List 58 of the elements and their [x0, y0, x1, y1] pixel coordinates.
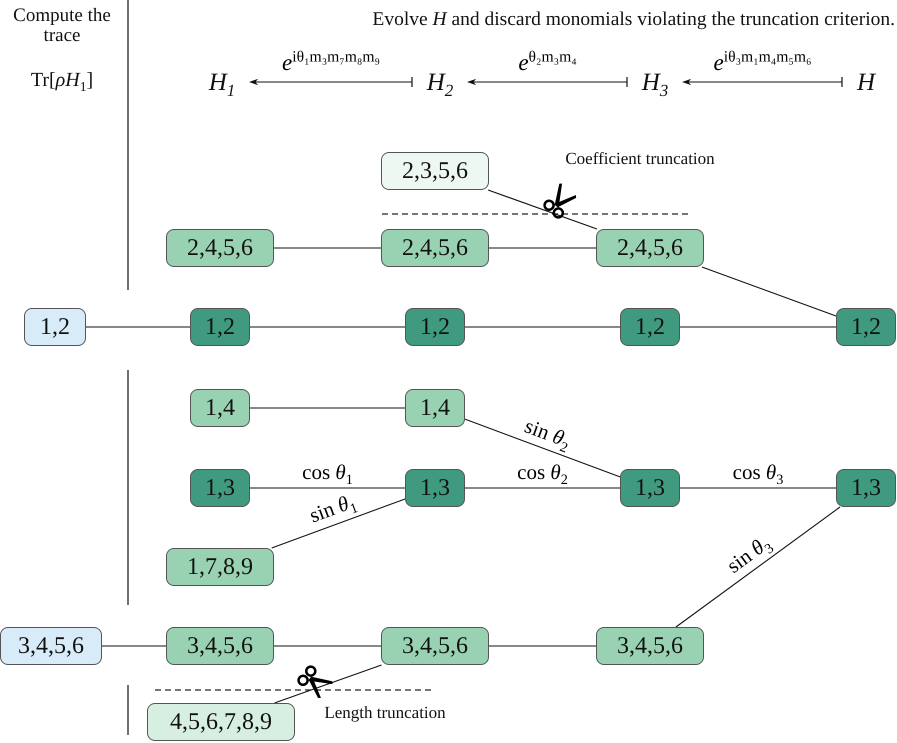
arrow [249, 76, 413, 88]
connector-line [464, 418, 620, 478]
connector-line [86, 326, 190, 328]
index-set-box: 3,4,5,6 [166, 627, 274, 665]
index-set-box: 1,4 [405, 389, 465, 427]
operator-label: H$_{3}$ [642, 70, 668, 94]
index-set-box: 3,4,5,6 [0, 627, 102, 665]
index-set-box: 1,2 [24, 308, 86, 346]
index-set-box: 3,4,5,6 [381, 627, 489, 665]
operator-label: H [856, 70, 876, 94]
connector-line [272, 498, 406, 549]
index-set-box: 1,3 [836, 469, 896, 507]
edge-label: e$^{iθ₃m₁m₄m₅m₆}$ [712, 50, 814, 74]
index-set-box: 2,3,5,6 [381, 152, 489, 190]
connector-line [465, 487, 620, 489]
edge-label: cos θ$_{1}$ [300, 462, 355, 482]
index-set-box: 1,3 [405, 469, 465, 507]
connector-line [250, 326, 405, 328]
edge-label: cos θ$_{3}$ [730, 462, 786, 482]
connector-line [702, 266, 836, 317]
connector-line [489, 247, 596, 249]
edge-label: e$^{iθ₁m₃m₇m₈m₉}$ [280, 50, 382, 74]
connector-line [676, 506, 840, 628]
index-set-box: 1,2 [836, 308, 896, 346]
connector-line [680, 326, 836, 328]
index-set-box: 1,2 [405, 308, 465, 346]
connector-line [680, 487, 836, 489]
index-set-box: 2,4,5,6 [166, 229, 274, 267]
connector-line [465, 326, 620, 328]
index-set-box: 2,4,5,6 [596, 229, 704, 267]
connector-line [250, 407, 405, 409]
index-set-box: 1,2 [620, 308, 680, 346]
index-set-box: 1,4 [190, 389, 250, 427]
edge-label: cos θ$_{2}$ [515, 462, 570, 482]
connector-line [250, 487, 405, 489]
index-set-box: 1,7,8,9 [166, 548, 274, 586]
arrow [467, 76, 628, 88]
index-set-box: 2,4,5,6 [381, 229, 489, 267]
side-heading: Tr[ρH$_{1}$] [30, 70, 94, 91]
index-set-box: 1,3 [620, 469, 680, 507]
index-set-box: 1,2 [190, 308, 250, 346]
connector-line [274, 645, 381, 647]
connector-line [274, 664, 382, 704]
connector-line [489, 645, 596, 647]
truncation-note: Coefficient truncation [565, 150, 715, 168]
arrow [682, 76, 843, 88]
connector-line [102, 645, 166, 647]
operator-label: H$_{1}$ [208, 70, 236, 94]
operator-label: H$_{2}$ [426, 70, 454, 94]
index-set-box: 3,4,5,6 [596, 627, 704, 665]
connector-line [488, 189, 598, 230]
edge-label: e$^{θ₂m₃m₄}$ [516, 50, 579, 74]
truncation-note: Length truncation [323, 704, 447, 722]
title: Evolve H and discard monomials violating the truncation criterion. [372, 9, 895, 31]
side-heading: Compute the trace [12, 6, 112, 46]
connector-line [274, 247, 381, 249]
index-set-box: 1,3 [190, 469, 250, 507]
index-set-box: 4,5,6,7,8,9 [147, 703, 295, 741]
